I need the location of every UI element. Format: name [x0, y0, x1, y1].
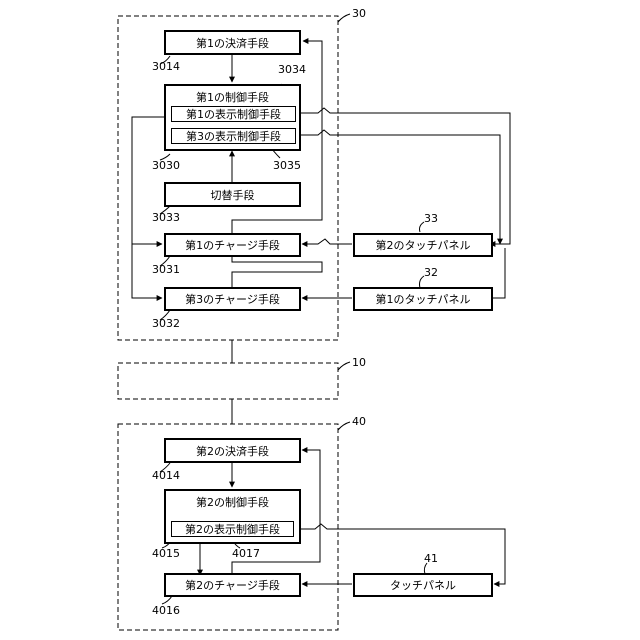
touch-panel-1-ref: 32	[424, 267, 438, 279]
display-control-2: 第2の表示制御手段	[171, 521, 294, 537]
switch-means-ref: 3033	[152, 212, 180, 224]
charge-means-3: 第3のチャージ手段	[164, 287, 301, 311]
touch-panel: タッチパネル	[353, 573, 493, 597]
payment-means-2-ref: 4014	[152, 470, 180, 482]
section-30-ref: 30	[352, 8, 366, 20]
charge-means-1: 第1のチャージ手段	[164, 233, 301, 257]
payment-means-1: 第1の決済手段	[164, 30, 301, 55]
control-means-1-corner-ref: 3034	[278, 64, 306, 76]
charge-means-3-ref: 3032	[152, 318, 180, 330]
control-means-2-ref: 4015	[152, 548, 180, 560]
touch-panel-2-ref: 33	[424, 213, 438, 225]
payment-means-2: 第2の決済手段	[164, 438, 301, 463]
display-control-2-ref: 4017	[232, 548, 260, 560]
control-means-1-label: 第1の制御手段	[196, 89, 269, 105]
display-control-3-ref: 3035	[273, 160, 301, 172]
section-10-ref: 10	[352, 357, 366, 369]
touch-panel-2: 第2のタッチパネル	[353, 233, 493, 257]
touch-panel-1: 第1のタッチパネル	[353, 287, 493, 311]
section-10-frame	[118, 363, 338, 399]
display-control-1: 第1の表示制御手段	[171, 106, 296, 122]
section-40-ref: 40	[352, 416, 366, 428]
display-control-3: 第3の表示制御手段	[171, 128, 296, 144]
control-means-2-label: 第2の制御手段	[196, 494, 269, 510]
charge-means-1-ref: 3031	[152, 264, 180, 276]
touch-panel-ref: 41	[424, 553, 438, 565]
control-means-1-ref: 3030	[152, 160, 180, 172]
switch-means: 切替手段	[164, 182, 301, 207]
charge-means-2-ref: 4016	[152, 605, 180, 617]
charge-means-2: 第2のチャージ手段	[164, 573, 301, 597]
payment-means-1-ref: 3014	[152, 61, 180, 73]
